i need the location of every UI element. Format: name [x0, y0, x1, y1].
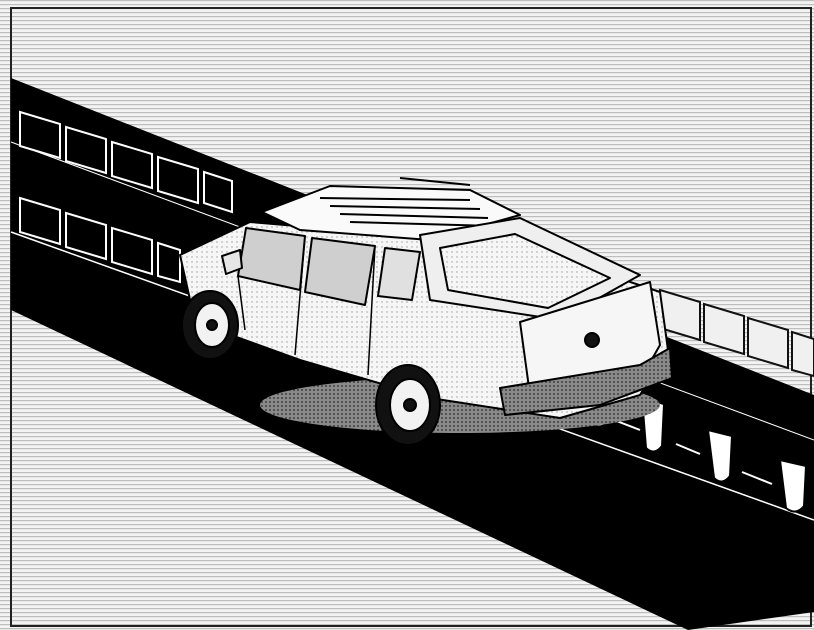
- rear-wheel: [376, 365, 440, 445]
- tailgate-emblem: [585, 333, 599, 347]
- front-wheel: [182, 291, 238, 359]
- truck-rear-window: [378, 248, 420, 300]
- truck-side-window: [305, 238, 375, 305]
